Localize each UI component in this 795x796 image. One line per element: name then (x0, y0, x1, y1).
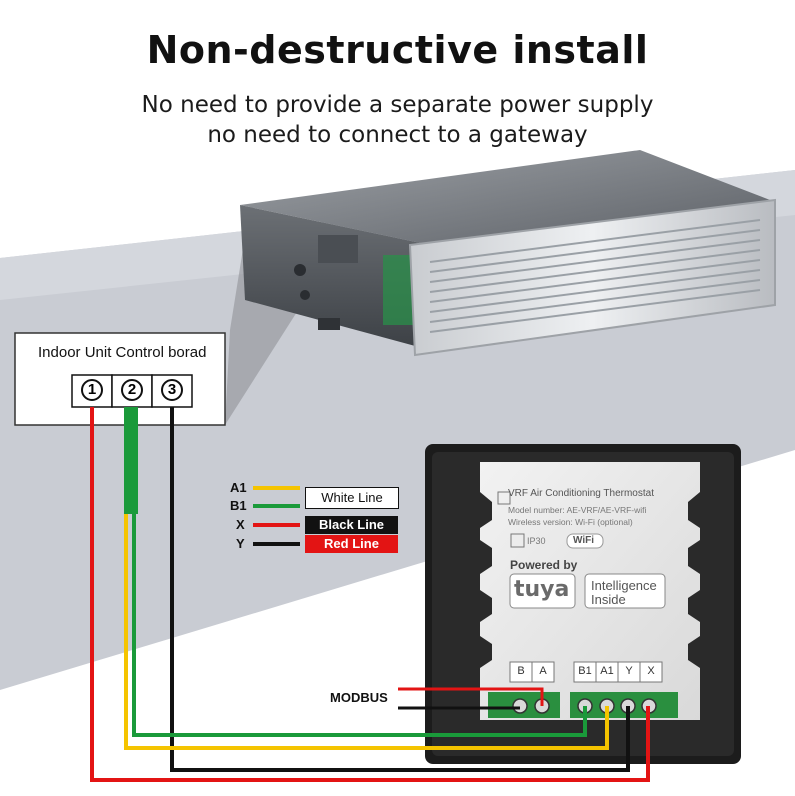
thermostat-terminal-b: B (517, 665, 525, 677)
thermostat-terminal-y: Y (625, 665, 633, 677)
duct-unit-top (240, 150, 770, 245)
thermostat-terminal-a: A (539, 665, 547, 677)
legend-x: X (236, 517, 245, 532)
wire-red (90, 407, 650, 782)
thermostat-model: Model number: AE-VRF/AE-VRF-wifi (508, 505, 647, 515)
tuya-logo: tuya (514, 577, 570, 602)
legend-b1: B1 (230, 498, 247, 513)
terminal-1-label: 1 (87, 381, 97, 398)
legend-black-line: Black Line (305, 516, 398, 534)
intelligence-inside-line1: Intelligence (591, 578, 657, 593)
legend-white-line: White Line (305, 487, 399, 509)
wire-modbus-red (398, 687, 544, 706)
wire-yellow (124, 514, 609, 750)
wire-green (132, 514, 587, 737)
wire-black (170, 407, 630, 772)
duct-unit-side (240, 205, 430, 350)
subtitle-line-2: no need to connect to a gateway (207, 122, 588, 148)
terminal-3-label: 3 (167, 381, 177, 398)
page-title: Non-destructive install (146, 28, 649, 72)
thermostat-powered-by: Powered by (510, 558, 578, 572)
thermostat-wireless: Wireless version: Wi-Fi (optional) (508, 517, 633, 527)
modbus-label: MODBUS (330, 690, 388, 705)
legend-y: Y (236, 536, 245, 551)
thermostat-title: VRF Air Conditioning Thermostat (508, 488, 654, 499)
thermostat-terminal-b1: B1 (578, 665, 592, 677)
legend-a1: A1 (230, 480, 247, 495)
wire-green-thick (124, 407, 138, 514)
terminal-2-label: 2 (127, 381, 137, 398)
wifi-logo: WiFi (573, 535, 595, 546)
legend-red-line: Red Line (305, 535, 398, 553)
control-board-label: Indoor Unit Control borad (38, 344, 207, 361)
thermostat-terminal-x: X (647, 665, 655, 677)
thermostat-ip-rating: IP30 (527, 536, 546, 546)
thermostat-terminal-a1: A1 (600, 665, 614, 677)
intelligence-inside-line2: Inside (591, 592, 626, 607)
subtitle-line-1: No need to provide a separate power supp… (141, 92, 654, 118)
